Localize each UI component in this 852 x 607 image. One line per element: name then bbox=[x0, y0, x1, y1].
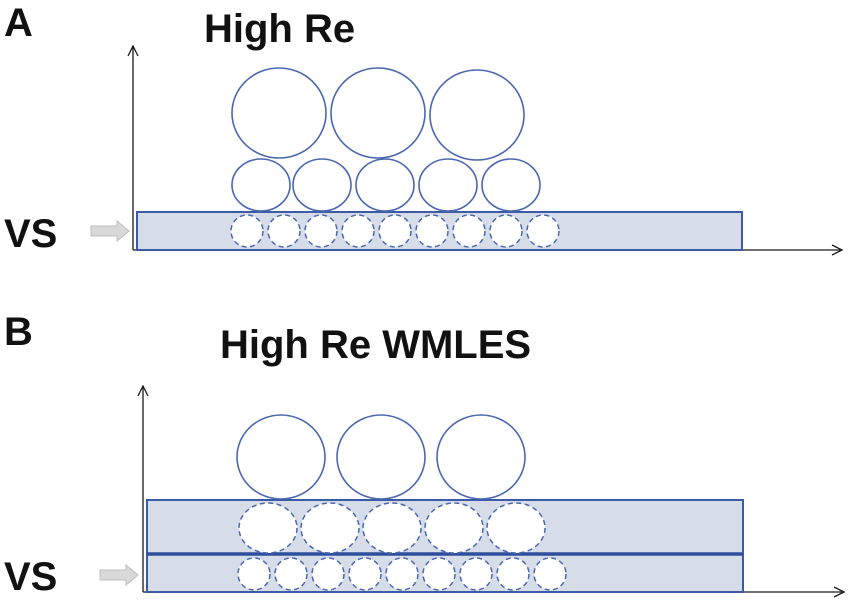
panel-b-medium-eddy bbox=[486, 502, 546, 554]
panel-b-small-eddy bbox=[348, 557, 382, 591]
panel-a-small-eddy bbox=[341, 214, 375, 248]
panel-a: A High Re VS bbox=[4, 1, 842, 256]
panel-b: B High Re WMLES VS bbox=[4, 310, 844, 599]
panel-b-small-eddy bbox=[274, 557, 308, 591]
panel-b-large-eddy bbox=[436, 414, 526, 500]
panel-a-medium-eddy bbox=[231, 158, 291, 212]
panel-a-small-eddy bbox=[304, 214, 338, 248]
panel-b-medium-eddy bbox=[238, 502, 298, 554]
panel-b-title: High Re WMLES bbox=[220, 323, 531, 367]
panel-a-small-eddy bbox=[415, 214, 449, 248]
panel-a-vs-label: VS bbox=[4, 212, 57, 256]
panel-b-letter: B bbox=[4, 310, 33, 354]
panel-a-small-eddy bbox=[378, 214, 412, 248]
panel-b-small-eddy bbox=[385, 557, 419, 591]
panel-b-small-eddy bbox=[533, 557, 567, 591]
panel-a-letter: A bbox=[4, 1, 33, 45]
panel-a-medium-eddy bbox=[292, 158, 352, 212]
panel-a-medium-eddy bbox=[418, 158, 478, 212]
panel-b-small-eddy bbox=[459, 557, 493, 591]
panel-a-small-eddy bbox=[267, 214, 301, 248]
panel-a-large-eddy bbox=[330, 67, 426, 159]
panel-a-medium-eddy bbox=[481, 158, 541, 212]
panel-b-small-eddy bbox=[311, 557, 345, 591]
panel-b-vs-pointer-arrow-icon bbox=[99, 563, 139, 587]
panel-a-small-eddy bbox=[452, 214, 486, 248]
panel-b-medium-eddy bbox=[300, 502, 360, 554]
panel-b-vs-label: VS bbox=[4, 555, 57, 599]
panel-a-small-eddy bbox=[489, 214, 523, 248]
panel-a-small-eddy bbox=[526, 214, 560, 248]
panel-b-small-eddy bbox=[422, 557, 456, 591]
panel-a-small-eddy bbox=[230, 214, 264, 248]
panel-b-large-eddy bbox=[336, 414, 426, 500]
panel-a-large-eddy bbox=[231, 67, 327, 159]
panel-a-medium-eddy bbox=[355, 158, 415, 212]
panel-b-large-eddy bbox=[236, 414, 326, 500]
panel-a-vs-pointer-arrow-icon bbox=[90, 219, 130, 243]
panel-b-medium-eddy bbox=[362, 502, 422, 554]
panel-b-medium-eddy bbox=[424, 502, 484, 554]
panel-b-small-eddy bbox=[496, 557, 530, 591]
panel-b-small-eddy bbox=[237, 557, 271, 591]
panel-a-title: High Re bbox=[204, 7, 355, 51]
panel-a-large-eddy bbox=[429, 69, 525, 161]
